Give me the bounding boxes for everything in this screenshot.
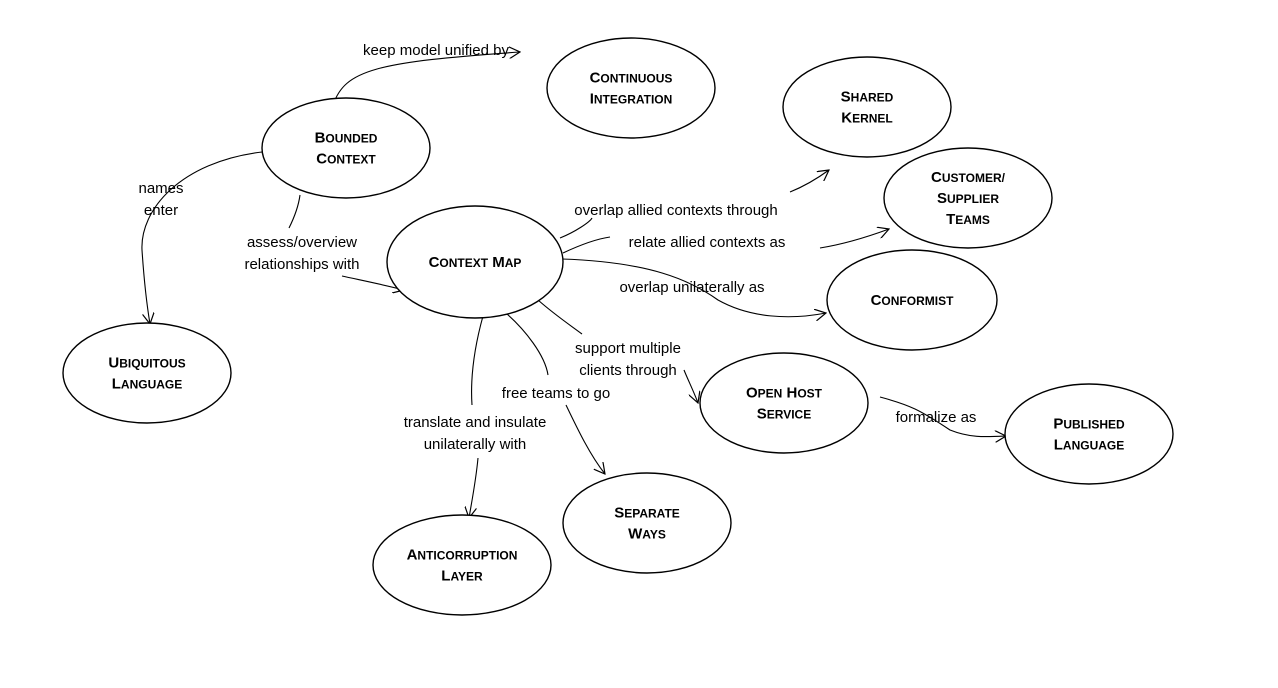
edge-formalize [879, 396, 1006, 437]
edge-label-overlap-allied: overlap allied contexts through [574, 202, 777, 219]
edge-label-free-teams: free teams to go [502, 385, 610, 402]
edge-label-formalize: formalize as [896, 409, 977, 426]
edge-label-overlap-unilateral: overlap unilaterally as [619, 279, 764, 296]
edge-free-teams-tail [565, 404, 605, 474]
edge-assess-overview [288, 194, 301, 229]
edge-overlap-unilateral [561, 258, 826, 317]
edge-support-multiple [537, 299, 583, 335]
edge-label-relate-allied: relate allied contexts as [629, 234, 786, 251]
edge-relate-allied-tail [819, 229, 889, 249]
edge-free-teams [506, 313, 549, 376]
edge-names-enter [141, 151, 263, 324]
edge-keep-model-unified [332, 52, 520, 106]
node-label-context-map: CONTEXT MAP [429, 254, 522, 271]
node-label-conformist: CONFORMIST [871, 292, 955, 309]
edge-translate-insulate [471, 315, 484, 406]
node-conformist: CONFORMIST [826, 249, 998, 351]
edge-overlap-allied [559, 217, 593, 239]
edge-relate-allied [562, 236, 611, 254]
edge-overlap-allied-tail [789, 170, 829, 193]
edge-support-multiple-tail [683, 369, 698, 403]
edge-translate-insulate-tail [469, 457, 479, 518]
node-context-map: CONTEXT MAP [386, 205, 564, 319]
edge-label-keep-model-unified: keep model unified by [363, 42, 509, 59]
